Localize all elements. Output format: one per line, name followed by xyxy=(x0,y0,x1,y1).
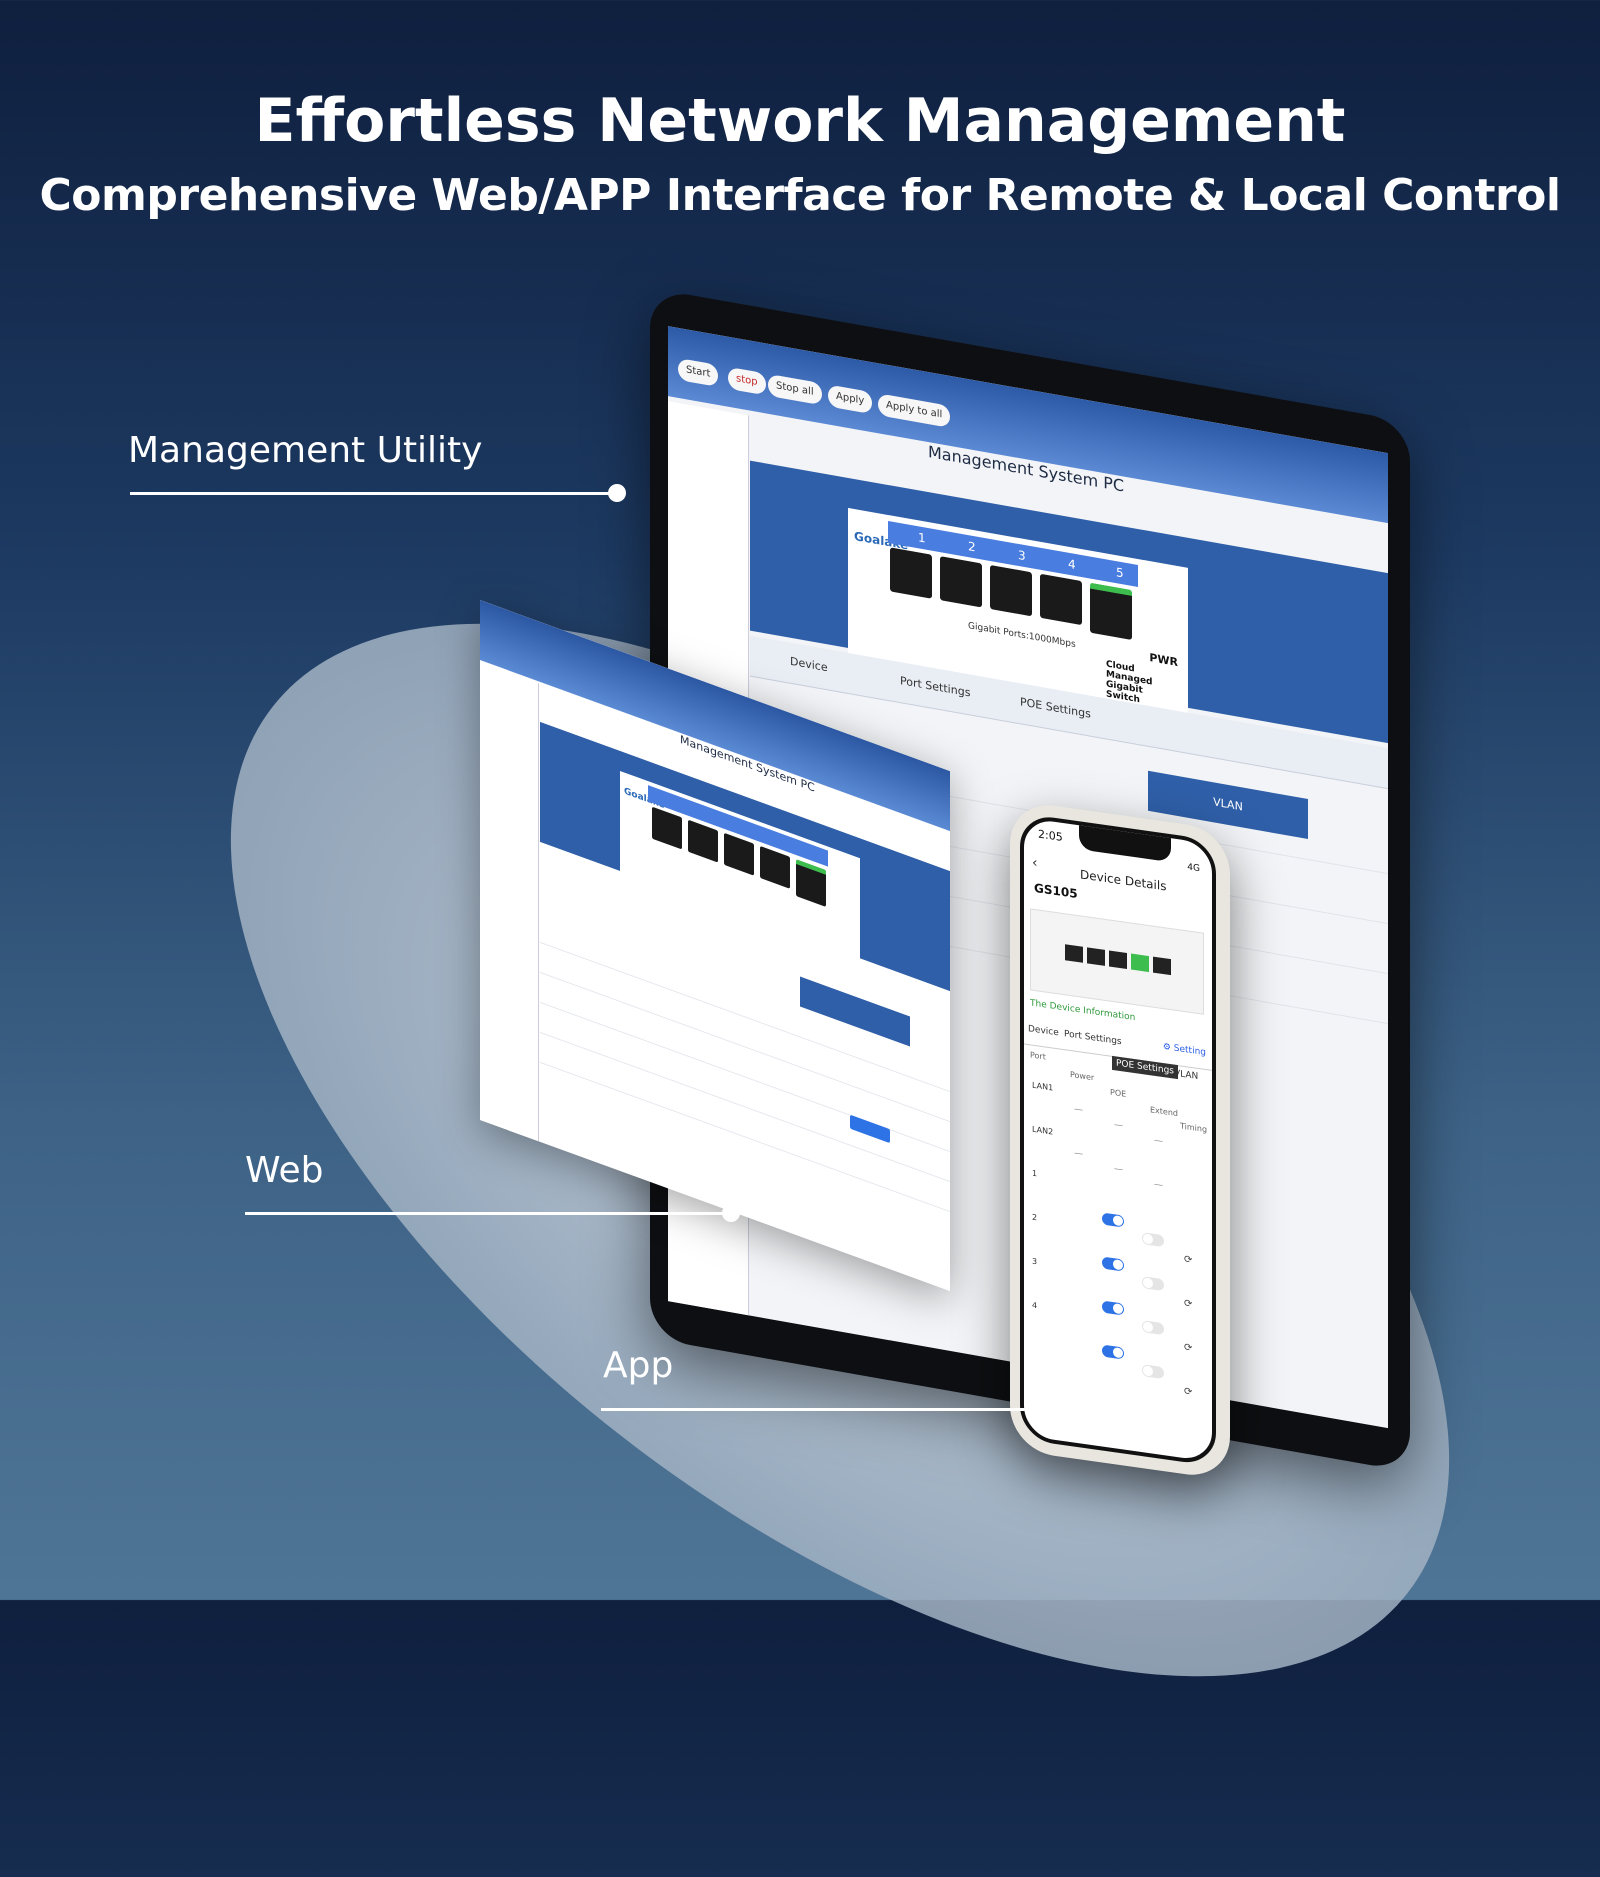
dash-value: — xyxy=(1114,1120,1123,1132)
port-number: 2 xyxy=(968,539,976,555)
poe-toggle-2[interactable] xyxy=(1102,1212,1124,1228)
tab-poe-settings[interactable]: POE Settings xyxy=(1020,695,1091,721)
port-graphic-active xyxy=(1131,953,1149,973)
device-name: GS105 xyxy=(1034,880,1078,902)
timing-toggle-5[interactable] xyxy=(1142,1364,1164,1380)
phone-screen: 2:05 4G ‹ Device Details GS105 The Devic… xyxy=(1020,812,1216,1467)
switch-graphic xyxy=(1030,908,1204,1015)
tab-device[interactable]: Device xyxy=(1028,1024,1059,1039)
callout-dot xyxy=(722,1204,740,1222)
ethernet-port xyxy=(940,556,982,608)
column-port: Port xyxy=(1030,1050,1046,1062)
toolbar-button-start[interactable]: Start xyxy=(678,357,719,388)
port-graphic xyxy=(1153,956,1171,976)
status-signal: 4G xyxy=(1187,862,1200,875)
column-extend: Extend xyxy=(1150,1105,1178,1119)
port-graphic xyxy=(1109,950,1127,969)
tab-vlan[interactable]: VLAN xyxy=(1174,1068,1199,1083)
port-graphic xyxy=(1065,944,1083,963)
timer-icon[interactable]: ⟳ xyxy=(1184,1385,1193,1399)
tab-device[interactable]: Device xyxy=(790,654,828,675)
web-tab-active[interactable] xyxy=(800,976,910,1047)
table-row xyxy=(540,971,950,1123)
ethernet-port xyxy=(652,806,682,850)
row-label-1: 1 xyxy=(1032,1168,1038,1179)
tab-poe-settings[interactable]: POE Settings xyxy=(1112,1055,1178,1080)
row-label-4: 4 xyxy=(1032,1300,1038,1311)
port-number: 3 xyxy=(1018,547,1026,564)
phone: 2:05 4G ‹ Device Details GS105 The Devic… xyxy=(1010,799,1230,1481)
back-arrow-icon[interactable]: ‹ xyxy=(1032,854,1038,872)
timing-toggle-2[interactable] xyxy=(1142,1232,1164,1248)
port-graphic xyxy=(1087,947,1105,966)
web-action-button[interactable] xyxy=(850,1114,890,1144)
dash-value: — xyxy=(1154,1179,1163,1192)
pwr-indicator: PWR xyxy=(1149,651,1178,670)
headline: Effortless Network Management xyxy=(254,86,1346,156)
column-timing: Timing xyxy=(1180,1121,1208,1135)
toolbar-button-apply-all[interactable]: Apply to all xyxy=(878,393,951,428)
poe-toggle-3[interactable] xyxy=(1102,1256,1124,1272)
callout-app: App xyxy=(603,1345,674,1386)
timer-icon[interactable]: ⟳ xyxy=(1184,1297,1193,1311)
toolbar-button-stop[interactable]: stop xyxy=(728,366,766,396)
row-label-lan2: LAN2 xyxy=(1032,1124,1054,1137)
dash-value: — xyxy=(1154,1135,1163,1148)
toolbar-button-apply[interactable]: Apply xyxy=(828,384,873,415)
timing-toggle-4[interactable] xyxy=(1142,1320,1164,1336)
callout-line xyxy=(130,492,616,495)
screen-title: Device Details xyxy=(1080,867,1167,894)
callout-dot xyxy=(608,484,626,502)
tab-port-settings[interactable]: Port Settings xyxy=(1064,1029,1122,1048)
ethernet-port-poe xyxy=(796,859,826,907)
toolbar-button-stop-all[interactable]: Stop all xyxy=(768,373,822,406)
status-time: 2:05 xyxy=(1038,827,1063,844)
ethernet-port xyxy=(724,832,754,876)
callout-management-utility: Management Utility xyxy=(128,430,483,471)
dash-value: — xyxy=(1074,1104,1083,1116)
column-poe: POE xyxy=(1110,1087,1127,1099)
callout-line xyxy=(601,1408,1085,1411)
timer-icon[interactable]: ⟳ xyxy=(1184,1341,1193,1355)
ethernet-port-poe xyxy=(1090,582,1132,640)
poe-toggle-4[interactable] xyxy=(1102,1300,1124,1316)
port-number: 5 xyxy=(1116,565,1124,581)
timer-icon[interactable]: ⟳ xyxy=(1184,1253,1193,1267)
port-number: 1 xyxy=(918,530,926,546)
port-number: 4 xyxy=(1068,556,1076,573)
tab-port-settings[interactable]: Port Settings xyxy=(900,674,971,700)
row-label-2: 2 xyxy=(1032,1212,1038,1223)
web-side-panel[interactable] xyxy=(480,662,539,1142)
table-row xyxy=(540,1031,950,1183)
poe-toggle-5[interactable] xyxy=(1102,1344,1124,1360)
phone-notch xyxy=(1079,823,1171,863)
dash-value: — xyxy=(1074,1148,1083,1160)
ethernet-port xyxy=(688,819,718,863)
callout-web: Web xyxy=(245,1150,324,1191)
ports-speed-label: Gigabit Ports:1000Mbps xyxy=(968,621,1076,651)
ethernet-port xyxy=(990,564,1032,617)
timing-toggle-3[interactable] xyxy=(1142,1276,1164,1292)
row-label-lan1: LAN1 xyxy=(1032,1080,1054,1093)
column-power: Power xyxy=(1070,1069,1095,1083)
ethernet-port xyxy=(890,547,932,599)
row-label-3: 3 xyxy=(1032,1256,1038,1267)
callout-dot xyxy=(1077,1400,1095,1418)
callout-line xyxy=(245,1212,731,1215)
subheadline: Comprehensive Web/APP Interface for Remo… xyxy=(39,170,1562,221)
dash-value: — xyxy=(1114,1164,1123,1176)
ethernet-port xyxy=(760,845,790,889)
ethernet-port xyxy=(1040,573,1082,626)
